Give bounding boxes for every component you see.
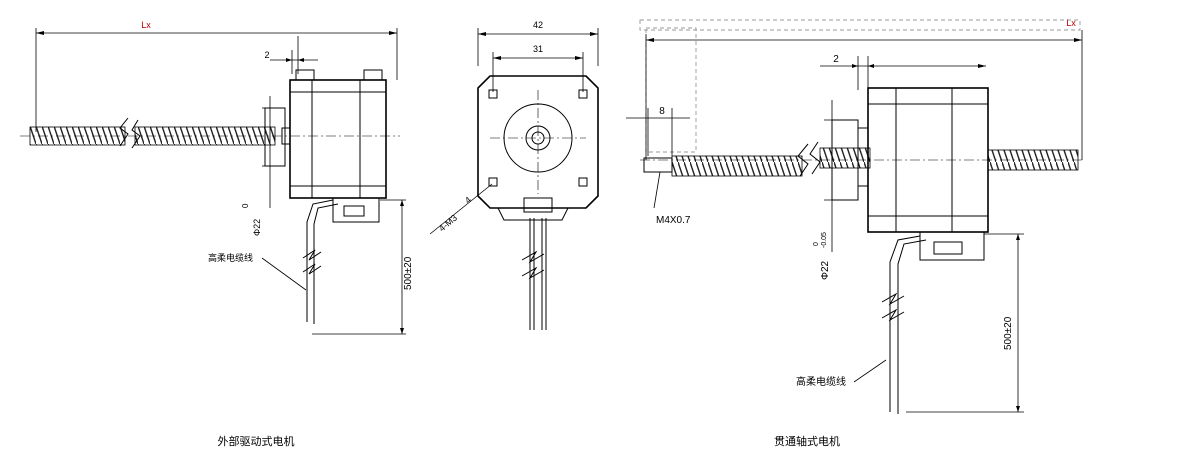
left-boss-diameter: Φ22 xyxy=(252,219,262,236)
right-tol-lower: -0.05 xyxy=(821,232,828,248)
external-motor-side-view xyxy=(20,28,406,335)
mounting-hole-group xyxy=(488,89,588,187)
right-thread-label: M4X0.7 xyxy=(656,215,691,226)
right-lead-length: 500±20 xyxy=(1003,316,1014,350)
motor-front-view xyxy=(429,28,599,330)
caption-external-drive: 外部驱动式电机 xyxy=(218,434,295,448)
front-hole-depth-label: 4 xyxy=(463,195,473,206)
left-length-label: Lx xyxy=(141,20,151,30)
through-shaft-motor-view xyxy=(626,19,1085,414)
front-hole-spacing-label: 31 xyxy=(533,44,543,54)
through-screw-left xyxy=(671,155,803,177)
left-tol-upper: 0 xyxy=(241,203,250,208)
through-screw-mid xyxy=(819,147,871,169)
right-cable-label: 高柔电缆线 xyxy=(796,375,846,388)
screw-break-mark xyxy=(119,117,141,149)
front-width-label: 42 xyxy=(533,20,543,30)
caption-through-shaft: 贯通轴式电机 xyxy=(774,434,840,448)
right-screw-end-label: 8 xyxy=(659,106,665,117)
left-lip-label: 2 xyxy=(264,50,269,60)
front-holes-label: 4-M3 xyxy=(437,213,459,234)
motor-body xyxy=(289,79,387,199)
left-lead-length: 500±20 xyxy=(403,256,414,290)
right-lip-label: 2 xyxy=(833,54,839,65)
right-tol-upper: 0 xyxy=(813,242,820,246)
right-length-label: Lx xyxy=(1066,18,1076,28)
left-cable-label: 高柔电缆线 xyxy=(208,252,253,263)
right-boss-diameter: Φ22 xyxy=(820,260,831,280)
motor-face-outline xyxy=(477,75,599,209)
